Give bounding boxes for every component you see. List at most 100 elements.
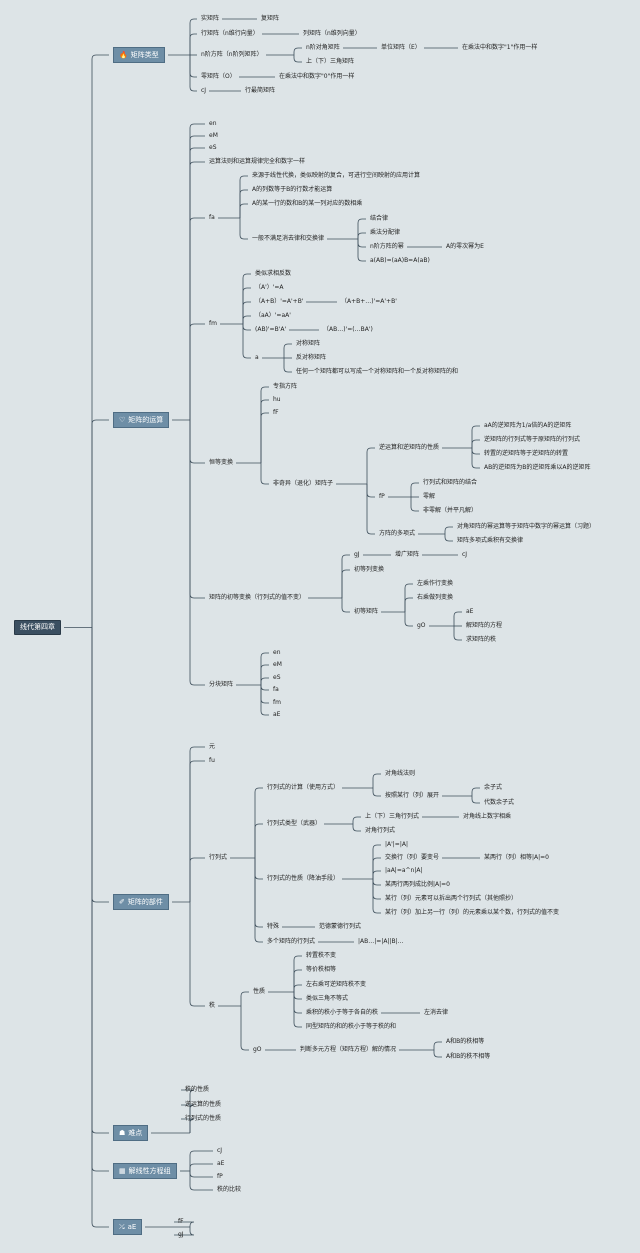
topic-node[interactable]: 按照某行（列）展开 bbox=[385, 792, 440, 799]
topic-node[interactable]: 零解 bbox=[423, 493, 436, 500]
topic-node[interactable]: 在乘法中和数字"0"作用一样 bbox=[279, 73, 355, 80]
topic-node[interactable]: gJ bbox=[178, 1231, 184, 1238]
topic-node[interactable]: aA的逆矩阵为1/a倍的A的逆矩阵 bbox=[484, 422, 572, 429]
topic-node[interactable]: 对角线法则 bbox=[385, 770, 416, 777]
topic-node[interactable]: eM bbox=[209, 132, 218, 139]
topic-node[interactable]: fP bbox=[217, 1173, 223, 1180]
topic-node[interactable]: 类似三角不等式 bbox=[306, 995, 349, 1002]
topic-node[interactable]: en bbox=[273, 649, 281, 656]
topic-node[interactable]: 某行（列）元素可以拆出两个行列式（其他照抄） bbox=[385, 895, 518, 902]
topic-node[interactable]: 特殊 bbox=[267, 923, 280, 930]
category-node[interactable]: 🔥矩阵类型 bbox=[113, 47, 165, 63]
topic-node[interactable]: 行列式的性质（降油手段） bbox=[267, 875, 340, 882]
topic-node[interactable]: gO bbox=[417, 622, 426, 629]
topic-node[interactable]: 代数余子式 bbox=[484, 799, 515, 806]
root-topic[interactable]: 线代第四章 bbox=[14, 620, 61, 635]
topic-node[interactable]: hu bbox=[273, 396, 281, 403]
topic-node[interactable]: fF bbox=[273, 409, 279, 416]
topic-node[interactable]: |A'|=|A| bbox=[385, 841, 408, 848]
topic-node[interactable]: 在乘法中和数字"1"作用一样 bbox=[462, 44, 538, 51]
topic-node[interactable]: A和B的秩不相等 bbox=[446, 1053, 491, 1060]
topic-node[interactable]: A的零次幂为E bbox=[446, 243, 484, 250]
topic-node[interactable]: 某两行（列）相等|A|=0 bbox=[484, 854, 549, 861]
topic-node[interactable]: eM bbox=[273, 661, 282, 668]
topic-node[interactable]: gJ bbox=[354, 551, 360, 558]
topic-node[interactable]: |AB…|=|A||B|… bbox=[358, 938, 404, 945]
topic-node[interactable]: eS bbox=[209, 144, 217, 151]
topic-node[interactable]: cJ bbox=[201, 87, 207, 94]
topic-node[interactable]: |aA|=a^n|A| bbox=[385, 867, 423, 874]
topic-node[interactable]: fF bbox=[178, 1218, 184, 1225]
category-node[interactable]: ☗难点 bbox=[113, 1125, 149, 1141]
topic-node[interactable]: aE bbox=[273, 711, 281, 718]
topic-node[interactable]: （A+B+…)'=A'+B' bbox=[341, 298, 397, 305]
topic-node[interactable]: 余子式 bbox=[484, 784, 503, 791]
topic-node[interactable]: 专指方阵 bbox=[273, 383, 298, 390]
topic-node[interactable]: 行列式和矩阵的结合 bbox=[423, 479, 478, 486]
topic-node[interactable]: (AB)'=B'A' bbox=[255, 326, 287, 333]
topic-node[interactable]: 多个矩阵的行列式 bbox=[267, 938, 316, 945]
topic-node[interactable]: 行列式的性质 bbox=[185, 1115, 222, 1122]
topic-node[interactable]: 增广矩阵 bbox=[395, 551, 420, 558]
topic-node[interactable]: （A+B）'=A'+B' bbox=[255, 298, 304, 305]
topic-node[interactable]: 结合律 bbox=[370, 215, 389, 222]
topic-node[interactable]: 乘法分配律 bbox=[370, 229, 401, 236]
topic-node[interactable]: 行列式 bbox=[209, 854, 228, 861]
topic-node[interactable]: 上（下）三角行列式 bbox=[365, 813, 420, 820]
topic-node[interactable]: 矩阵的初等变换（行列式的值不变） bbox=[209, 594, 306, 601]
topic-node[interactable]: 右乘做列变换 bbox=[417, 594, 454, 601]
topic-node[interactable]: cJ bbox=[217, 1147, 223, 1154]
topic-node[interactable]: 对角行列式 bbox=[365, 827, 396, 834]
topic-node[interactable]: cJ bbox=[462, 551, 468, 558]
category-node[interactable]: ✐矩阵的部件 bbox=[113, 894, 169, 910]
topic-node[interactable]: 解矩阵的方程 bbox=[466, 622, 503, 629]
topic-node[interactable]: 任何一个矩阵都可以写成一个对称矩阵和一个反对称矩阵的和 bbox=[296, 368, 459, 375]
topic-node[interactable]: （aA）'=aA' bbox=[255, 312, 291, 319]
topic-node[interactable]: 左右乘可逆矩阵秩不变 bbox=[306, 981, 367, 988]
topic-node[interactable]: 等价秩相等 bbox=[306, 966, 337, 973]
topic-node[interactable]: A和B的秩相等 bbox=[446, 1038, 485, 1045]
topic-node[interactable]: 行最简矩阵 bbox=[245, 87, 276, 94]
topic-node[interactable]: 一般不满足消去律和交换律 bbox=[252, 235, 325, 242]
topic-node[interactable]: A的某一行的数和B的某一列对应的数相乘 bbox=[252, 200, 363, 207]
topic-node[interactable]: 类似求相反数 bbox=[255, 270, 292, 277]
topic-node[interactable]: 实矩阵 bbox=[201, 15, 220, 22]
topic-node[interactable]: 元 bbox=[209, 743, 216, 750]
topic-node[interactable]: fa bbox=[209, 214, 215, 221]
topic-node[interactable]: A的列数等于B的行数才能运算 bbox=[252, 186, 333, 193]
topic-node[interactable]: 某两行两列成比例|A|=0 bbox=[385, 881, 450, 888]
topic-node[interactable]: n阶方阵的幂 bbox=[370, 243, 404, 250]
topic-node[interactable]: 左消去律 bbox=[424, 1009, 449, 1016]
topic-node[interactable]: 恒等变换 bbox=[209, 459, 234, 466]
topic-node[interactable]: 反对称矩阵 bbox=[296, 354, 327, 361]
topic-node[interactable]: 分块矩阵 bbox=[209, 681, 234, 688]
topic-node[interactable]: 初等矩阵 bbox=[354, 608, 379, 615]
topic-node[interactable]: 行矩阵（n维行向量） bbox=[201, 30, 259, 37]
topic-node[interactable]: gO bbox=[253, 1046, 262, 1053]
topic-node[interactable]: 范德蒙德行列式 bbox=[319, 923, 362, 930]
topic-node[interactable]: 秩的比较 bbox=[217, 1186, 242, 1193]
topic-node[interactable]: 对称矩阵 bbox=[296, 340, 321, 347]
topic-node[interactable]: 复矩阵 bbox=[261, 15, 280, 22]
topic-node[interactable]: 对角矩阵的幂运算等于矩阵中数字的幂运算（习题） bbox=[457, 523, 596, 530]
category-node[interactable]: ▦解线性方程组 bbox=[113, 1163, 177, 1179]
topic-node[interactable]: fm bbox=[209, 320, 217, 327]
topic-node[interactable]: 秩 bbox=[209, 1002, 216, 1009]
topic-node[interactable]: （AB…)'=(…BA') bbox=[323, 326, 373, 333]
topic-node[interactable]: a(AB)=(aA)B=A(aB) bbox=[370, 257, 430, 264]
topic-node[interactable]: 某行（列）加上另一行（列）的元素乘以某个数，行列式的值不变 bbox=[385, 909, 560, 916]
category-node[interactable]: ⤯aE bbox=[113, 1219, 143, 1235]
topic-node[interactable]: 方阵的多项式 bbox=[379, 530, 416, 537]
topic-node[interactable]: fP bbox=[379, 493, 385, 500]
topic-node[interactable]: aE bbox=[217, 1160, 225, 1167]
topic-node[interactable]: fa bbox=[273, 686, 279, 693]
topic-node[interactable]: 列矩阵（n维列向量） bbox=[303, 30, 361, 37]
topic-node[interactable]: （A'）'=A bbox=[255, 284, 284, 291]
topic-node[interactable]: 转置秩不变 bbox=[306, 952, 337, 959]
topic-node[interactable]: n阶方阵（n阶列矩阵） bbox=[201, 51, 263, 58]
topic-node[interactable]: 行列式类型（武器） bbox=[267, 820, 322, 827]
topic-node[interactable]: 乘积的秩小于等于各自的秩 bbox=[306, 1009, 379, 1016]
topic-node[interactable]: 运算法则和运算规律完全和数字一样 bbox=[209, 158, 306, 165]
topic-node[interactable]: fu bbox=[209, 757, 215, 764]
topic-node[interactable]: 左乘作行变换 bbox=[417, 580, 454, 587]
